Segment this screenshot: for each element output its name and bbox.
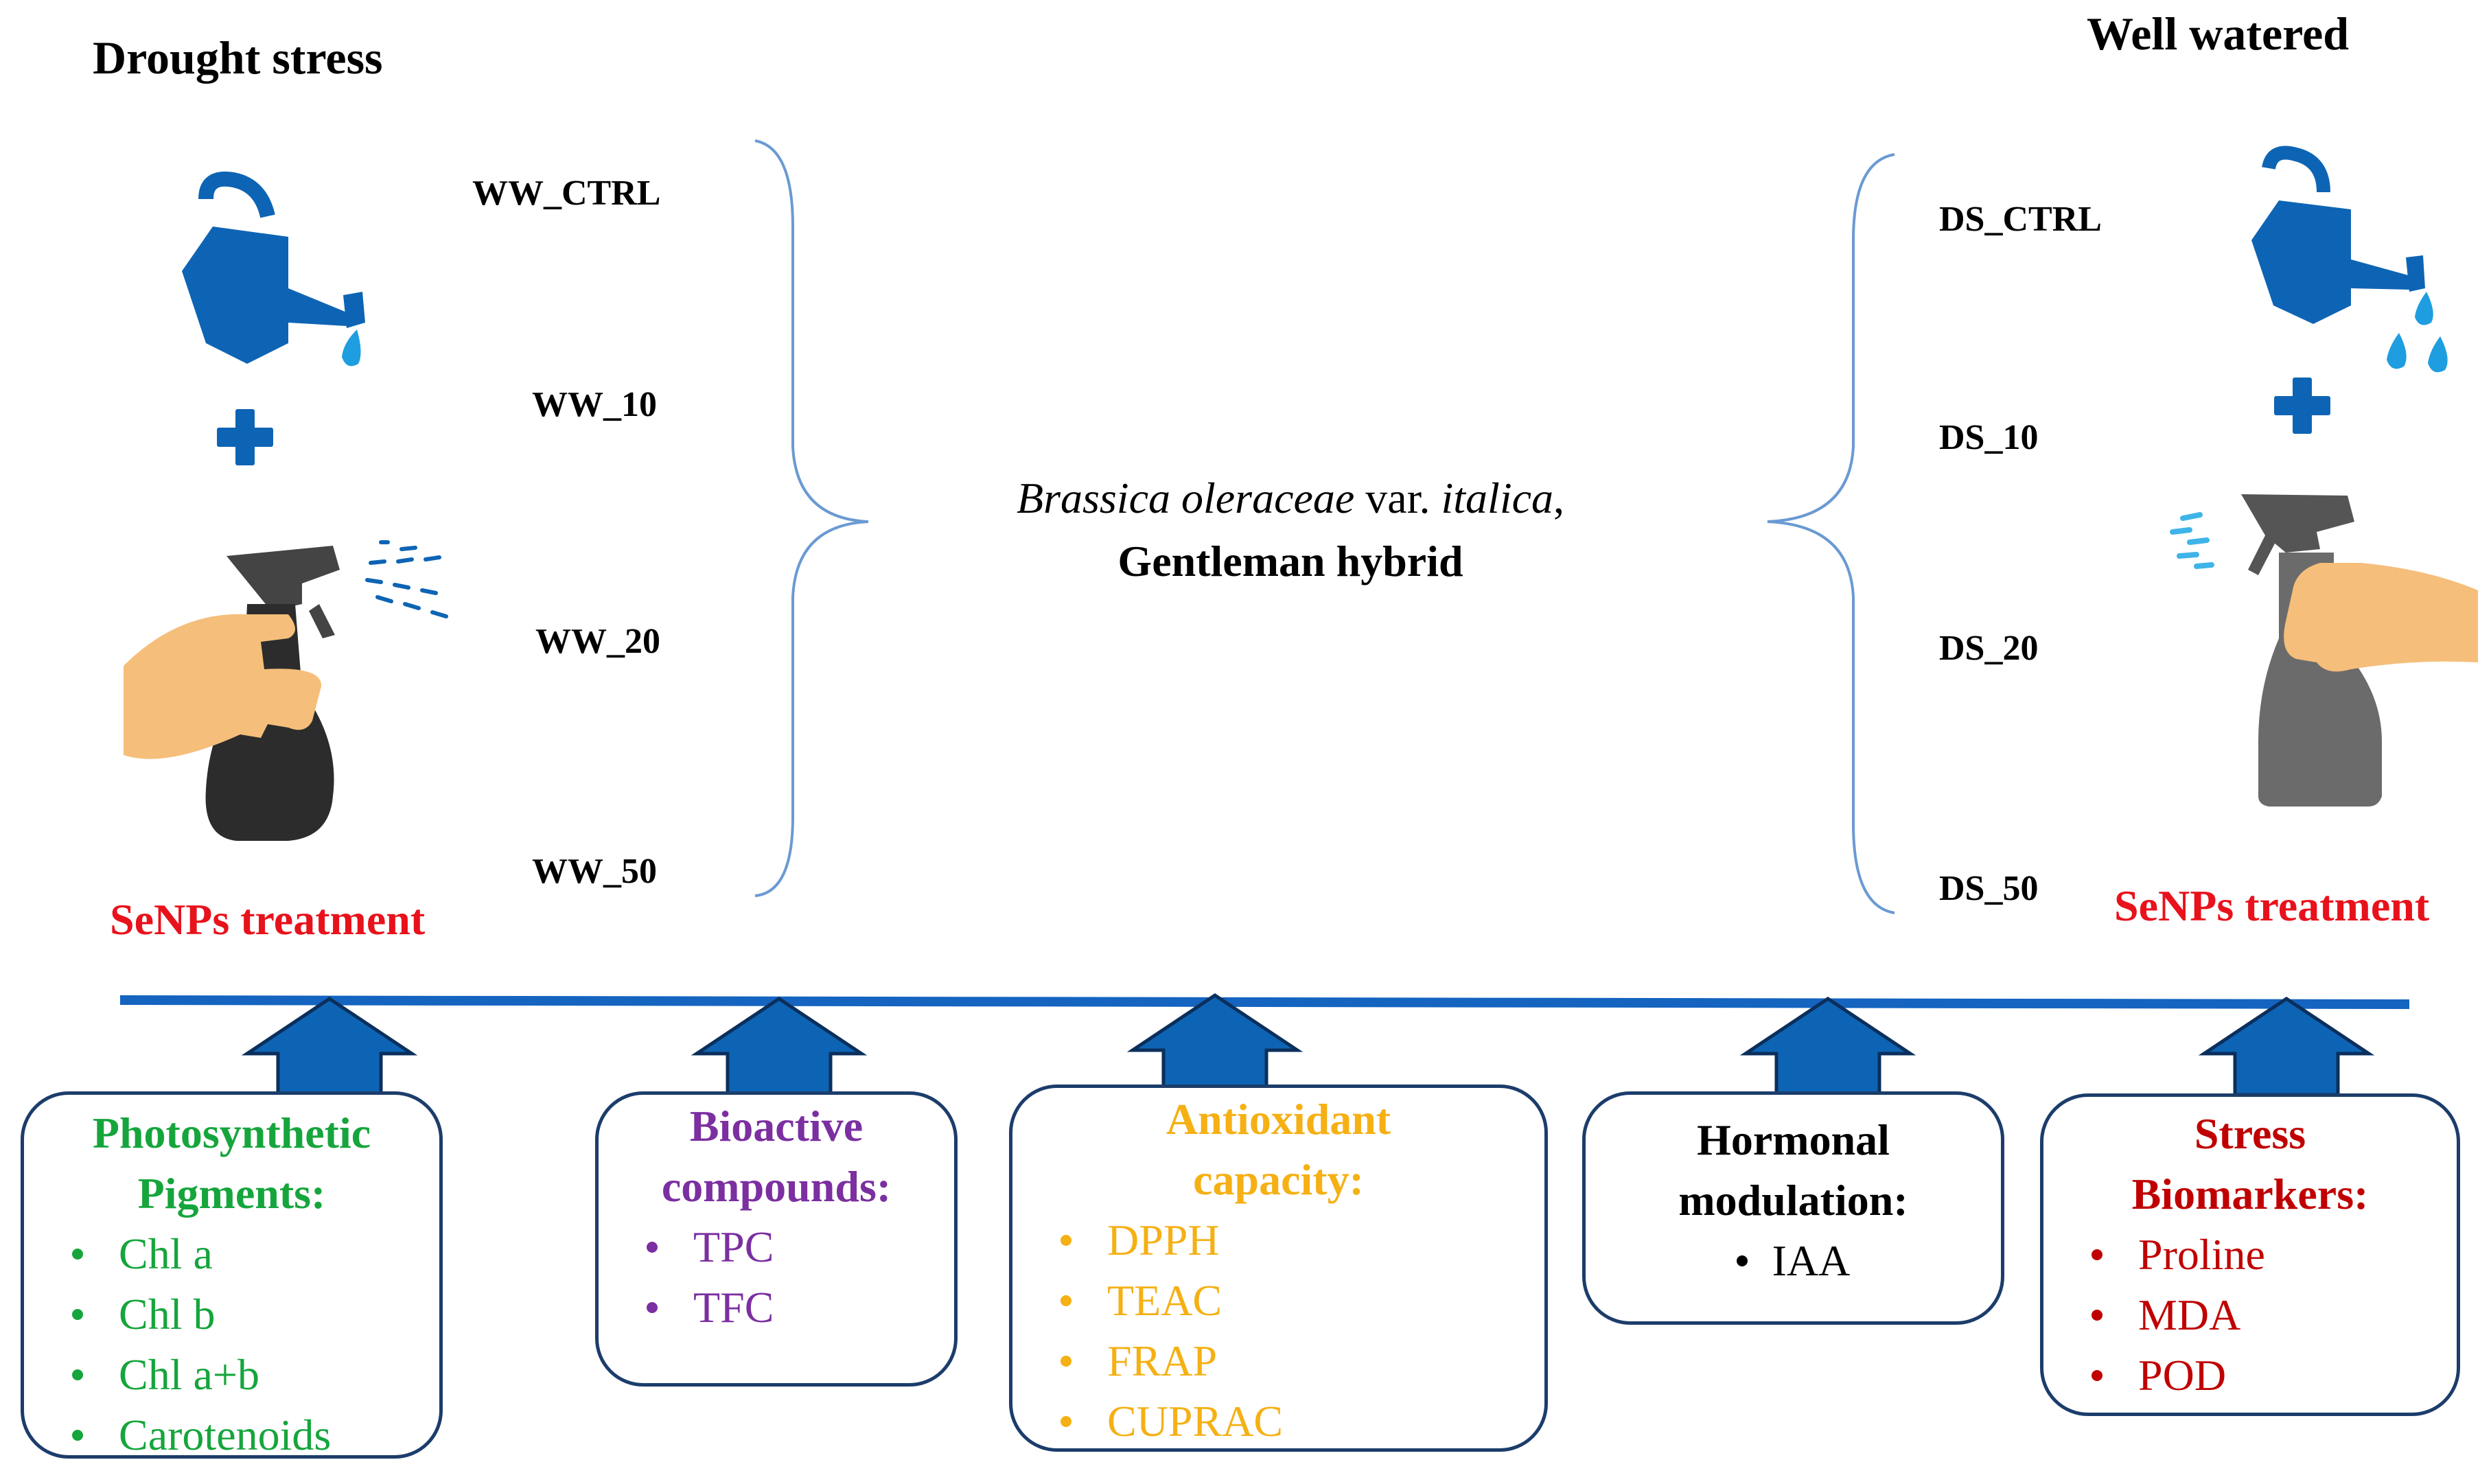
group-label-ds-50: DS_50 xyxy=(1939,869,2039,908)
arrow-up-icon xyxy=(691,996,868,1097)
group-label-ww-10: WW_10 xyxy=(532,385,657,424)
list-item: TPC xyxy=(647,1217,954,1277)
spray-bottle-icon xyxy=(2170,494,2478,807)
arrow-up-icon xyxy=(1126,993,1304,1093)
hormonal-list: IAA xyxy=(1586,1231,2001,1291)
species-name: Brassica oleraceae xyxy=(1016,474,1355,522)
group-label-ds-10: DS_10 xyxy=(1939,418,2039,457)
list-item: POD xyxy=(2092,1345,2457,1406)
box-photosynthetic-pigments: Photosynthetic Pigments: Chl a Chl b Chl… xyxy=(21,1091,443,1459)
senps-treatment-label-left: SeNPs treatment xyxy=(110,895,426,944)
box-bioactive-compounds: Bioactive compounds: TPC TFC xyxy=(595,1091,958,1387)
watering-can-icon xyxy=(2251,146,2425,324)
well-watered-heading: Well watered xyxy=(2087,8,2350,60)
list-item: DPPH xyxy=(1061,1210,1544,1271)
list-item: MDA xyxy=(2092,1285,2457,1345)
group-label-ww-20: WW_20 xyxy=(535,622,660,661)
arrow-up-icon xyxy=(2198,996,2375,1097)
watering-can-icon xyxy=(182,171,365,367)
list-item: Carotenoids xyxy=(72,1405,439,1465)
box-title: Bioactive compounds: xyxy=(661,1102,892,1211)
box-hormonal-modulation: Hormonal modulation: IAA xyxy=(1582,1091,2004,1325)
box-title: Photosynthetic Pigments: xyxy=(92,1109,371,1218)
arrow-up-icon xyxy=(241,996,418,1097)
box-title: Antioxidant capacity: xyxy=(1166,1095,1391,1204)
species-variety: italica xyxy=(1441,474,1554,522)
hybrid-name: Gentleman hybrid xyxy=(1117,537,1463,586)
pigments-list: Chl a Chl b Chl a+b Carotenoids xyxy=(72,1224,439,1465)
species-var: var. xyxy=(1365,474,1430,522)
bioactive-list: TPC TFC xyxy=(647,1217,954,1338)
box-antioxidant-capacity: Antioxidant capacity: DPPH TEAC FRAP CUP… xyxy=(1009,1085,1548,1452)
list-item: IAA xyxy=(1586,1231,2001,1291)
water-drops xyxy=(2387,292,2448,373)
plus-icon xyxy=(217,409,273,465)
group-label-ds-ctrl: DS_CTRL xyxy=(1939,200,2102,239)
list-item: TEAC xyxy=(1061,1271,1544,1331)
list-item: Chl a+b xyxy=(72,1345,439,1405)
stress-list: Proline MDA POD xyxy=(2092,1225,2457,1406)
list-item: Chl a xyxy=(72,1224,439,1284)
timeline-bar xyxy=(119,995,2410,1009)
group-label-ds-20: DS_20 xyxy=(1939,629,2039,668)
box-title: Hormonal modulation: xyxy=(1678,1115,1908,1225)
drought-stress-heading: Drought stress xyxy=(93,32,383,84)
right-brace xyxy=(1767,153,1895,914)
spray-bottle-icon xyxy=(124,540,448,841)
left-brace xyxy=(754,139,869,897)
species-label: Brassica oleraceae var. italica, Gentlem… xyxy=(947,467,1634,593)
plus-icon xyxy=(2274,378,2330,434)
senps-treatment-label-right: SeNPs treatment xyxy=(2114,881,2430,930)
box-title: Stress Biomarkers: xyxy=(2131,1109,2369,1218)
box-stress-biomarkers: Stress Biomarkers: Proline MDA POD xyxy=(2040,1093,2460,1416)
species-comma: , xyxy=(1553,474,1565,522)
list-item: CUPRAC xyxy=(1061,1391,1544,1452)
list-item: Proline xyxy=(2092,1225,2457,1285)
list-item: Chl b xyxy=(72,1284,439,1345)
group-label-ww-50: WW_50 xyxy=(532,852,657,891)
arrow-up-icon xyxy=(1739,996,1916,1097)
group-label-ww-ctrl: WW_CTRL xyxy=(472,174,661,213)
list-item: TFC xyxy=(647,1277,954,1338)
antioxidant-list: DPPH TEAC FRAP CUPRAC xyxy=(1061,1210,1544,1452)
list-item: FRAP xyxy=(1061,1331,1544,1391)
